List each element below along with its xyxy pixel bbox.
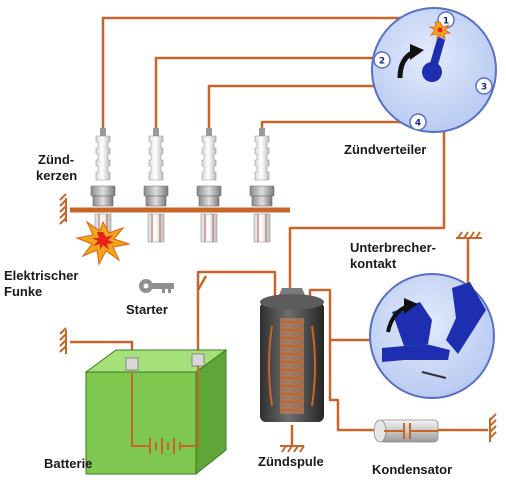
label-coil: Zündspule <box>258 454 324 469</box>
wire-terminal-2 <box>154 56 382 130</box>
wire-coil-primary <box>308 288 380 432</box>
label-spark-2: Funke <box>4 284 43 299</box>
spark-plug-4 <box>249 128 275 243</box>
svg-text:3: 3 <box>481 83 487 93</box>
spark-plugs <box>90 128 275 243</box>
svg-text:4: 4 <box>415 119 421 129</box>
ground-symbol-icon <box>280 445 305 453</box>
condenser <box>373 419 439 443</box>
distributor-terminal-3: 3 <box>475 77 493 95</box>
rotation-arrow-icon <box>397 44 424 79</box>
distributor: 1 2 3 4 <box>371 7 497 133</box>
ignition-coil <box>260 288 324 422</box>
wire-terminal-4 <box>260 120 418 130</box>
battery <box>84 349 228 476</box>
label-spark-plugs-1: Zünd- <box>38 152 75 167</box>
rotation-arrow-icon <box>386 298 418 333</box>
svg-text:2: 2 <box>379 57 385 67</box>
ht-wires <box>70 16 488 445</box>
svg-text:1: 1 <box>443 17 449 27</box>
label-spark-plugs-2: kerzen <box>36 168 78 183</box>
wire-coil-to-distributor <box>288 92 446 290</box>
spark-plug-3 <box>196 128 222 243</box>
wire-battery-to-starter <box>196 270 277 350</box>
key-icon <box>139 279 174 293</box>
breaker-contact <box>369 273 495 399</box>
label-breaker-2: kontakt <box>350 256 397 271</box>
label-battery: Batterie <box>44 456 93 471</box>
distributor-terminal-2: 2 <box>373 51 391 69</box>
spark-icon <box>75 220 131 266</box>
starter-switch <box>196 275 208 291</box>
label-distributor: Zündverteiler <box>344 142 427 157</box>
wire-terminal-1 <box>101 16 446 130</box>
label-condenser: Kondensator <box>372 462 453 477</box>
label-breaker-1: Unterbrecher- <box>350 240 436 255</box>
label-starter: Starter <box>126 302 168 317</box>
label-spark-1: Elektrischer <box>4 268 79 283</box>
spark-icon <box>428 21 452 41</box>
ground-symbol-icon <box>59 327 67 354</box>
ground-symbol-icon <box>59 193 67 225</box>
rotor <box>422 36 445 82</box>
ground-symbol-icon <box>456 231 482 239</box>
spark-plug-2 <box>143 128 169 243</box>
distributor-terminal-4: 4 <box>409 113 427 131</box>
ground-symbol-icon <box>489 413 497 442</box>
